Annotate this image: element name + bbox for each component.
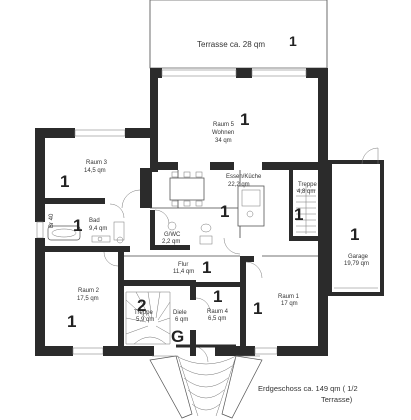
footer-line1: Erdgeschoss ca. 149 qm ( 1/2 [258, 384, 358, 393]
bad-name: Bad [89, 218, 100, 224]
raum5-area: 34 qm [215, 138, 232, 144]
treppe-area: 4,8 qm [297, 189, 315, 195]
bathroom-fixtures [47, 221, 125, 244]
kitchen-counter [237, 185, 265, 227]
raum4-area: 6,5 qm [208, 316, 226, 322]
flur-name: Flur [178, 262, 188, 268]
raum2-name: Raum 2 [78, 288, 100, 294]
raum3-name: Raum 3 [86, 160, 108, 166]
essen-door-swing [223, 237, 241, 255]
raum4-door-swing [195, 297, 211, 313]
raum5-number: 1 [240, 110, 249, 129]
treppe-number: 1 [294, 205, 303, 224]
room-raum5: Raum 5 Wohnen 34 qm 1 [212, 110, 249, 144]
raum3-area: 14,5 qm [84, 168, 106, 174]
room-essen: Essen/Küche 22,2 qm 1 [220, 174, 262, 221]
terrace-label: Terrasse ca. 28 qm [197, 40, 265, 49]
raum4-name: Raum 4 [207, 309, 229, 315]
essen-number: 1 [220, 202, 229, 221]
raum5-sub: Wohnen [212, 130, 234, 136]
footer: Erdgeschoss ca. 149 qm ( 1/2 Terrasse) [258, 384, 358, 404]
essen-name: Essen/Küche [226, 174, 262, 180]
terrace: Terrasse ca. 28 qm 1 [149, 0, 328, 69]
room-raum4: 1 Raum 4 6,5 qm [207, 287, 229, 322]
wc-fixtures [167, 221, 213, 245]
stair-number: 2 [137, 296, 146, 315]
diele-name: Diele [173, 310, 187, 316]
room-treppe: Treppe 4,8 qm 1 [294, 182, 317, 224]
essen-area: 22,2 qm [228, 182, 250, 188]
raum4-number: 1 [213, 287, 222, 306]
diele-area: 6 qm [175, 317, 188, 323]
garage-number: 1 [350, 225, 359, 244]
room-stair: 2 Treppe 5,9 qm [134, 296, 154, 323]
flur-number: 1 [202, 258, 211, 277]
room-raum1: Raum 1 17 qm 1 [253, 294, 300, 318]
wc-area: 2,2 qm [162, 239, 180, 245]
room-raum2: Raum 2 17,5 qm 1 [67, 288, 100, 331]
entrance-steps [149, 344, 263, 419]
stair-area: 5,9 qm [136, 317, 154, 323]
raum1-name: Raum 1 [278, 294, 300, 300]
room-raum3: Raum 3 14,5 qm 1 [60, 160, 108, 191]
raum1-number: 1 [253, 299, 262, 318]
raum3-number: 1 [60, 172, 69, 191]
room-entrance: G [171, 327, 184, 346]
entrance-number: G [171, 327, 184, 346]
raum2-door-swing [103, 251, 119, 267]
room-garage: 1 Garage 19,79 qm [344, 225, 369, 267]
garage-door-swing [361, 147, 379, 165]
garage-name: Garage [348, 254, 369, 260]
stairs-spiral [125, 291, 171, 345]
raum1-door-swing [245, 261, 263, 279]
br-label: Br 40 [49, 213, 55, 228]
walls [35, 68, 384, 356]
garage-area: 19,79 qm [344, 261, 369, 267]
stair-name: Treppe [134, 310, 153, 316]
footer-line2: Terrasse) [321, 395, 353, 404]
raum2-number: 1 [67, 312, 76, 331]
stairs-right [296, 186, 316, 234]
treppe-name: Treppe [298, 182, 317, 188]
room-flur: Flur 11,4 qm 1 [173, 258, 211, 277]
bad-door-swing [109, 203, 125, 219]
side-label: Br 40 [49, 213, 55, 228]
raum2-area: 17,5 qm [77, 296, 99, 302]
raum1-area: 17 qm [281, 301, 298, 307]
room-diele: Diele 6 qm [173, 310, 188, 323]
dining-table [169, 171, 205, 207]
room-bad: Bad 9,4 qm 1 [73, 216, 107, 235]
wc-door-swing [154, 209, 170, 225]
wc-name: G/WC [164, 232, 181, 238]
bad-area: 9,4 qm [89, 226, 107, 232]
room-wc: G/WC 2,2 qm [162, 232, 181, 245]
flur-area: 11,4 qm [173, 269, 194, 275]
terrace-number: 1 [289, 33, 297, 49]
raum5-name: Raum 5 [213, 122, 235, 128]
bad-number: 1 [73, 216, 82, 235]
raum3-door-swing [121, 189, 141, 209]
